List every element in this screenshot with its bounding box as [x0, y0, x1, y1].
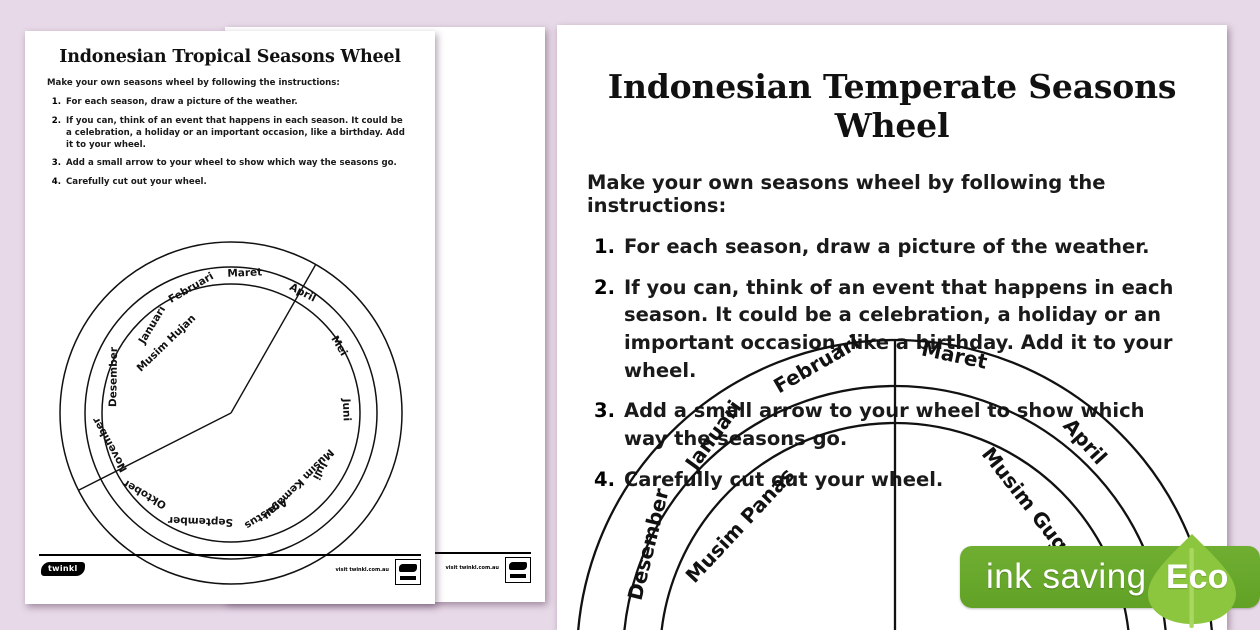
step-number: 3. [594, 399, 615, 423]
step-text: If you can, think of an event that happe… [624, 275, 1174, 382]
step-number: 1. [51, 97, 61, 107]
tropical-season-labels: Musim Hujan Musim Kemarau [135, 312, 336, 522]
leaf-icon [1148, 534, 1236, 628]
twinkl-stamp-icon [505, 557, 531, 583]
wheel-month-april: April [1058, 413, 1112, 469]
wheel-month-desember: Desember [107, 346, 120, 407]
tropical-page-title: Indonesian Tropical Seasons Wheel [59, 47, 401, 67]
wheel-month-november: November [90, 414, 130, 474]
temperate-intro-text: Make your own seasons wheel by following… [587, 171, 1106, 217]
step-text: Carefully cut out your wheel. [624, 467, 944, 491]
twinkl-logo[interactable]: twinkl [41, 562, 85, 576]
footer-visit-text[interactable]: visit twinkl.com.au [445, 565, 499, 571]
tropical-steps-list: 1. For each season, draw a picture of th… [47, 97, 407, 189]
wheel-month-oktober: Oktober [120, 476, 168, 511]
tropical-step-item: 3. Add a small arrow to your wheel to sh… [47, 158, 407, 170]
footer-divider [39, 554, 421, 556]
wheel-month-september: September [167, 514, 233, 528]
worksheet-page-tropical[interactable]: Indonesian Tropical Seasons Wheel Make y… [25, 31, 435, 604]
tropical-month-labels: Januari Februari Maret April Mei Juni Ju… [90, 266, 353, 531]
step-text: For each season, draw a picture of the w… [624, 235, 1150, 258]
tropical-seasons-wheel: Januari Februari Maret April Mei Juni Ju… [25, 210, 435, 585]
wheel-month-maret: Maret [227, 266, 262, 279]
tropical-step-item: 1. For each season, draw a picture of th… [47, 97, 407, 109]
temperate-steps-list: 1. For each season, draw a picture of th… [593, 233, 1193, 494]
temperate-seasons-wheel: Desember Januari Februari Maret April Mu… [575, 323, 1215, 630]
wheel-month-desember: Desember [623, 486, 674, 603]
wheel-month-maret: Maret [919, 337, 989, 374]
step-number: 1. [594, 235, 615, 258]
temperate-page-title: Indonesian Temperate Seasons Wheel [607, 67, 1177, 145]
step-number: 2. [594, 275, 615, 299]
step-text: If you can, think of an event that happe… [66, 115, 405, 150]
wheel-month-juni: Juni [340, 397, 353, 421]
footer-visit-text[interactable]: visit twinkl.com.au [335, 567, 389, 573]
temperate-step-item: 2. If you can, think of an event that ha… [593, 274, 1193, 385]
wheel-month-april: April [287, 281, 317, 304]
tropical-step-item: 4. Carefully cut out your wheel. [47, 177, 407, 189]
tropical-intro-text: Make your own seasons wheel by following… [47, 78, 340, 88]
wheel-season-musim-kemarau: Musim Kemarau [260, 446, 336, 522]
temperate-step-item: 4. Carefully cut out your wheel. [593, 466, 1193, 494]
tropical-step-item: 2. If you can, think of an event that ha… [47, 116, 407, 152]
eco-badge-label: ink saving [986, 557, 1147, 596]
step-text: For each season, draw a picture of the w… [66, 97, 298, 107]
twinkl-stamp-icon [395, 559, 421, 585]
step-text: Add a small arrow to your wheel to show … [66, 158, 397, 169]
temperate-step-item: 1. For each season, draw a picture of th… [593, 233, 1193, 261]
worksheet-page-temperate[interactable]: Indonesian Temperate Seasons Wheel Make … [557, 25, 1227, 630]
step-number: 3. [51, 158, 61, 169]
step-number: 4. [51, 177, 61, 188]
eco-badge-leaf-label: Eco [1166, 558, 1229, 596]
wheel-month-februari: Februari [166, 270, 215, 305]
tropical-page-footer: twinkl visit twinkl.com.au [25, 548, 435, 604]
step-number: 4. [594, 467, 615, 491]
step-text: Carefully cut out your wheel. [66, 177, 207, 188]
step-number: 2. [51, 115, 61, 126]
wheel-month-februari: Februari [769, 330, 863, 398]
ink-saving-eco-badge[interactable]: ink saving Eco [960, 534, 1260, 628]
